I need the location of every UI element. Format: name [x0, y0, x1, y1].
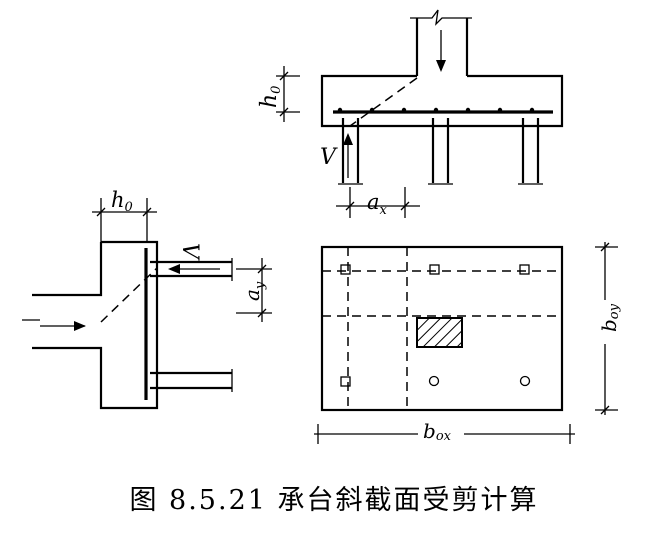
label-boy: boy: [597, 303, 622, 332]
pile-right: [521, 118, 540, 183]
pile-left: [341, 118, 360, 183]
label-V-left: V: [177, 243, 202, 261]
pile-plan-marks: [340, 264, 531, 387]
column-plan-hatched: [416, 317, 463, 348]
shear-arrow-top-head: [343, 133, 353, 145]
plan-view: box boy: [314, 242, 622, 444]
cap-plan-outline: [320, 245, 564, 412]
label-box: box: [423, 419, 452, 444]
column-outline: [415, 18, 469, 76]
pile-middle: [431, 118, 450, 183]
shear-arrow-left-head: [168, 264, 180, 274]
label-h0-top: h0: [257, 86, 284, 108]
inclined-section-dashed-y: [100, 267, 158, 323]
inclined-section-dashed: [349, 77, 418, 127]
label-ay: ay: [240, 281, 268, 301]
cap-outline: [320, 74, 564, 128]
rebar-dots: [337, 107, 535, 113]
column-break-line: [410, 9, 472, 26]
elevation-section-x: V h0 ax: [257, 9, 564, 218]
load-arrow-y-head: [74, 321, 86, 331]
elevation-section-y: h0 V ay: [22, 188, 272, 410]
label-V-top: V: [320, 145, 338, 170]
cap-outline-y: [32, 240, 159, 410]
pile-upper-y: [150, 260, 232, 278]
figure-caption: 图 8.5.21 承台斜截面受剪计算: [129, 485, 539, 516]
label-h0-left: h0: [111, 188, 133, 215]
label-ax: ax: [367, 190, 388, 218]
pile-lower-y: [150, 371, 232, 390]
load-arrow-head: [436, 60, 446, 72]
